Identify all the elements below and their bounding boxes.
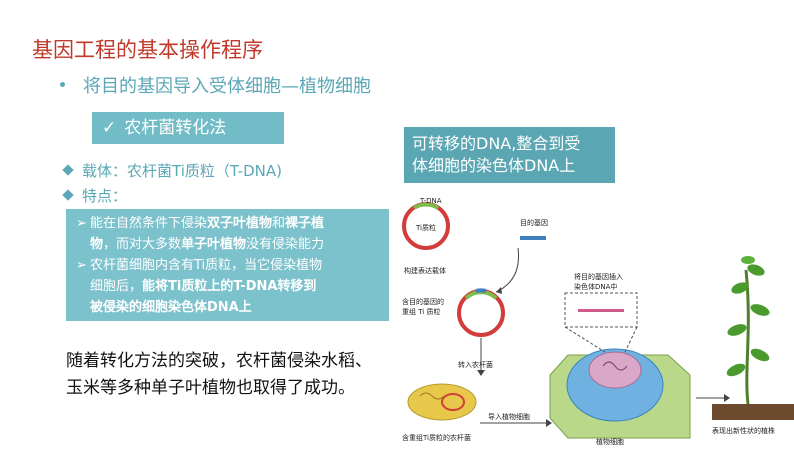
into-plant-label: 导入植物细胞 [488,413,530,421]
insert-label-2: 染色体DNA中 [574,283,618,291]
slide-subtitle: 将目的基因导入受体细胞—植物细胞 [60,72,371,98]
method-heading-box: ✓ 农杆菌转化法 [92,112,284,144]
feature-line-3: ➢农杆菌细胞内含有Ti质粒，当它侵染植物 [76,255,383,276]
diamond-bullet-icon [62,163,74,176]
new-plant-label: 表现出新性状的植株 [712,427,775,435]
arrow-bullet-icon: ➢ [76,258,87,273]
carrier-item: 载体：农杆菌Ti质粒（T-DNA) [62,160,282,181]
transformation-diagram: T-DNA Ti质粒 目的基因 构建表达载体 含目的基因的 重组 Ti 质粒 转… [400,190,794,447]
arrow-bullet-icon: ➢ [76,216,87,231]
conclusion-line-1: 随着转化方法的突破，农杆菌侵染水稻、 [66,351,372,371]
into-agro-label: 转入农杆菌 [458,361,493,369]
insert-label-1: 将目的基因插入 [574,273,623,281]
diamond-bullet-icon [62,188,74,201]
arrow-icon [495,247,520,293]
tdna-label: T-DNA [420,197,442,205]
diagram-graphic [402,202,794,439]
plant-cell-label: 植物细胞 [596,438,624,446]
carrier-text: 载体：农杆菌Ti质粒（T-DNA) [82,162,282,180]
ti-plasmid-icon [402,202,450,250]
method-label: 农杆菌转化法 [124,118,227,138]
feature-line-2: 物，而对大多数单子叶植物没有侵染能力 [90,237,325,252]
plant-icon [712,256,794,420]
feature-line-4: 细胞后，能将Ti质粒上的T-DNA转移到 [90,279,317,294]
callout-line-1: 可转移的DNA,整合到受 [412,134,581,153]
agro-label: 含重组Ti质粒的农杆菌 [402,434,472,442]
features-text: 特点： [82,187,128,205]
recombinant-plasmid-icon [457,288,505,337]
features-box: ➢能在自然条件下侵染双子叶植物和裸子植 物，而对大多数单子叶植物没有侵染能力 ➢… [66,209,389,321]
build-vector-label: 构建表达载体 [404,267,446,275]
recombinant-label-2: 重组 Ti 质粒 [402,308,441,316]
conclusion-line-2: 玉米等多种单子叶植物也取得了成功。 [66,378,355,398]
target-gene-label: 目的基因 [520,219,548,227]
recombinant-label-1: 含目的基因的 [402,298,444,306]
features-item: 特点： [62,185,128,206]
zoom-box [564,292,638,328]
check-icon: ✓ [102,118,117,138]
target-gene-icon [520,236,546,240]
agrobacterium-icon [407,383,477,421]
subtitle-text: 将目的基因导入受体细胞—植物细胞 [83,76,371,97]
feature-line-5: 被侵染的细胞染色体DNA上 [90,300,252,315]
plant-cell-icon [549,348,691,439]
feature-line-1: ➢能在自然条件下侵染双子叶植物和裸子植 [76,213,383,234]
bullet-dot [60,81,65,87]
callout-line-2: 体细胞的染色体DNA上 [412,156,576,175]
ti-plasmid-label: Ti质粒 [416,224,437,232]
callout-box: 可转移的DNA,整合到受 体细胞的染色体DNA上 [404,127,615,183]
conclusion-paragraph: 随着转化方法的突破，农杆菌侵染水稻、 玉米等多种单子叶植物也取得了成功。 [66,348,372,402]
slide-title: 基因工程的基本操作程序 [32,38,263,62]
